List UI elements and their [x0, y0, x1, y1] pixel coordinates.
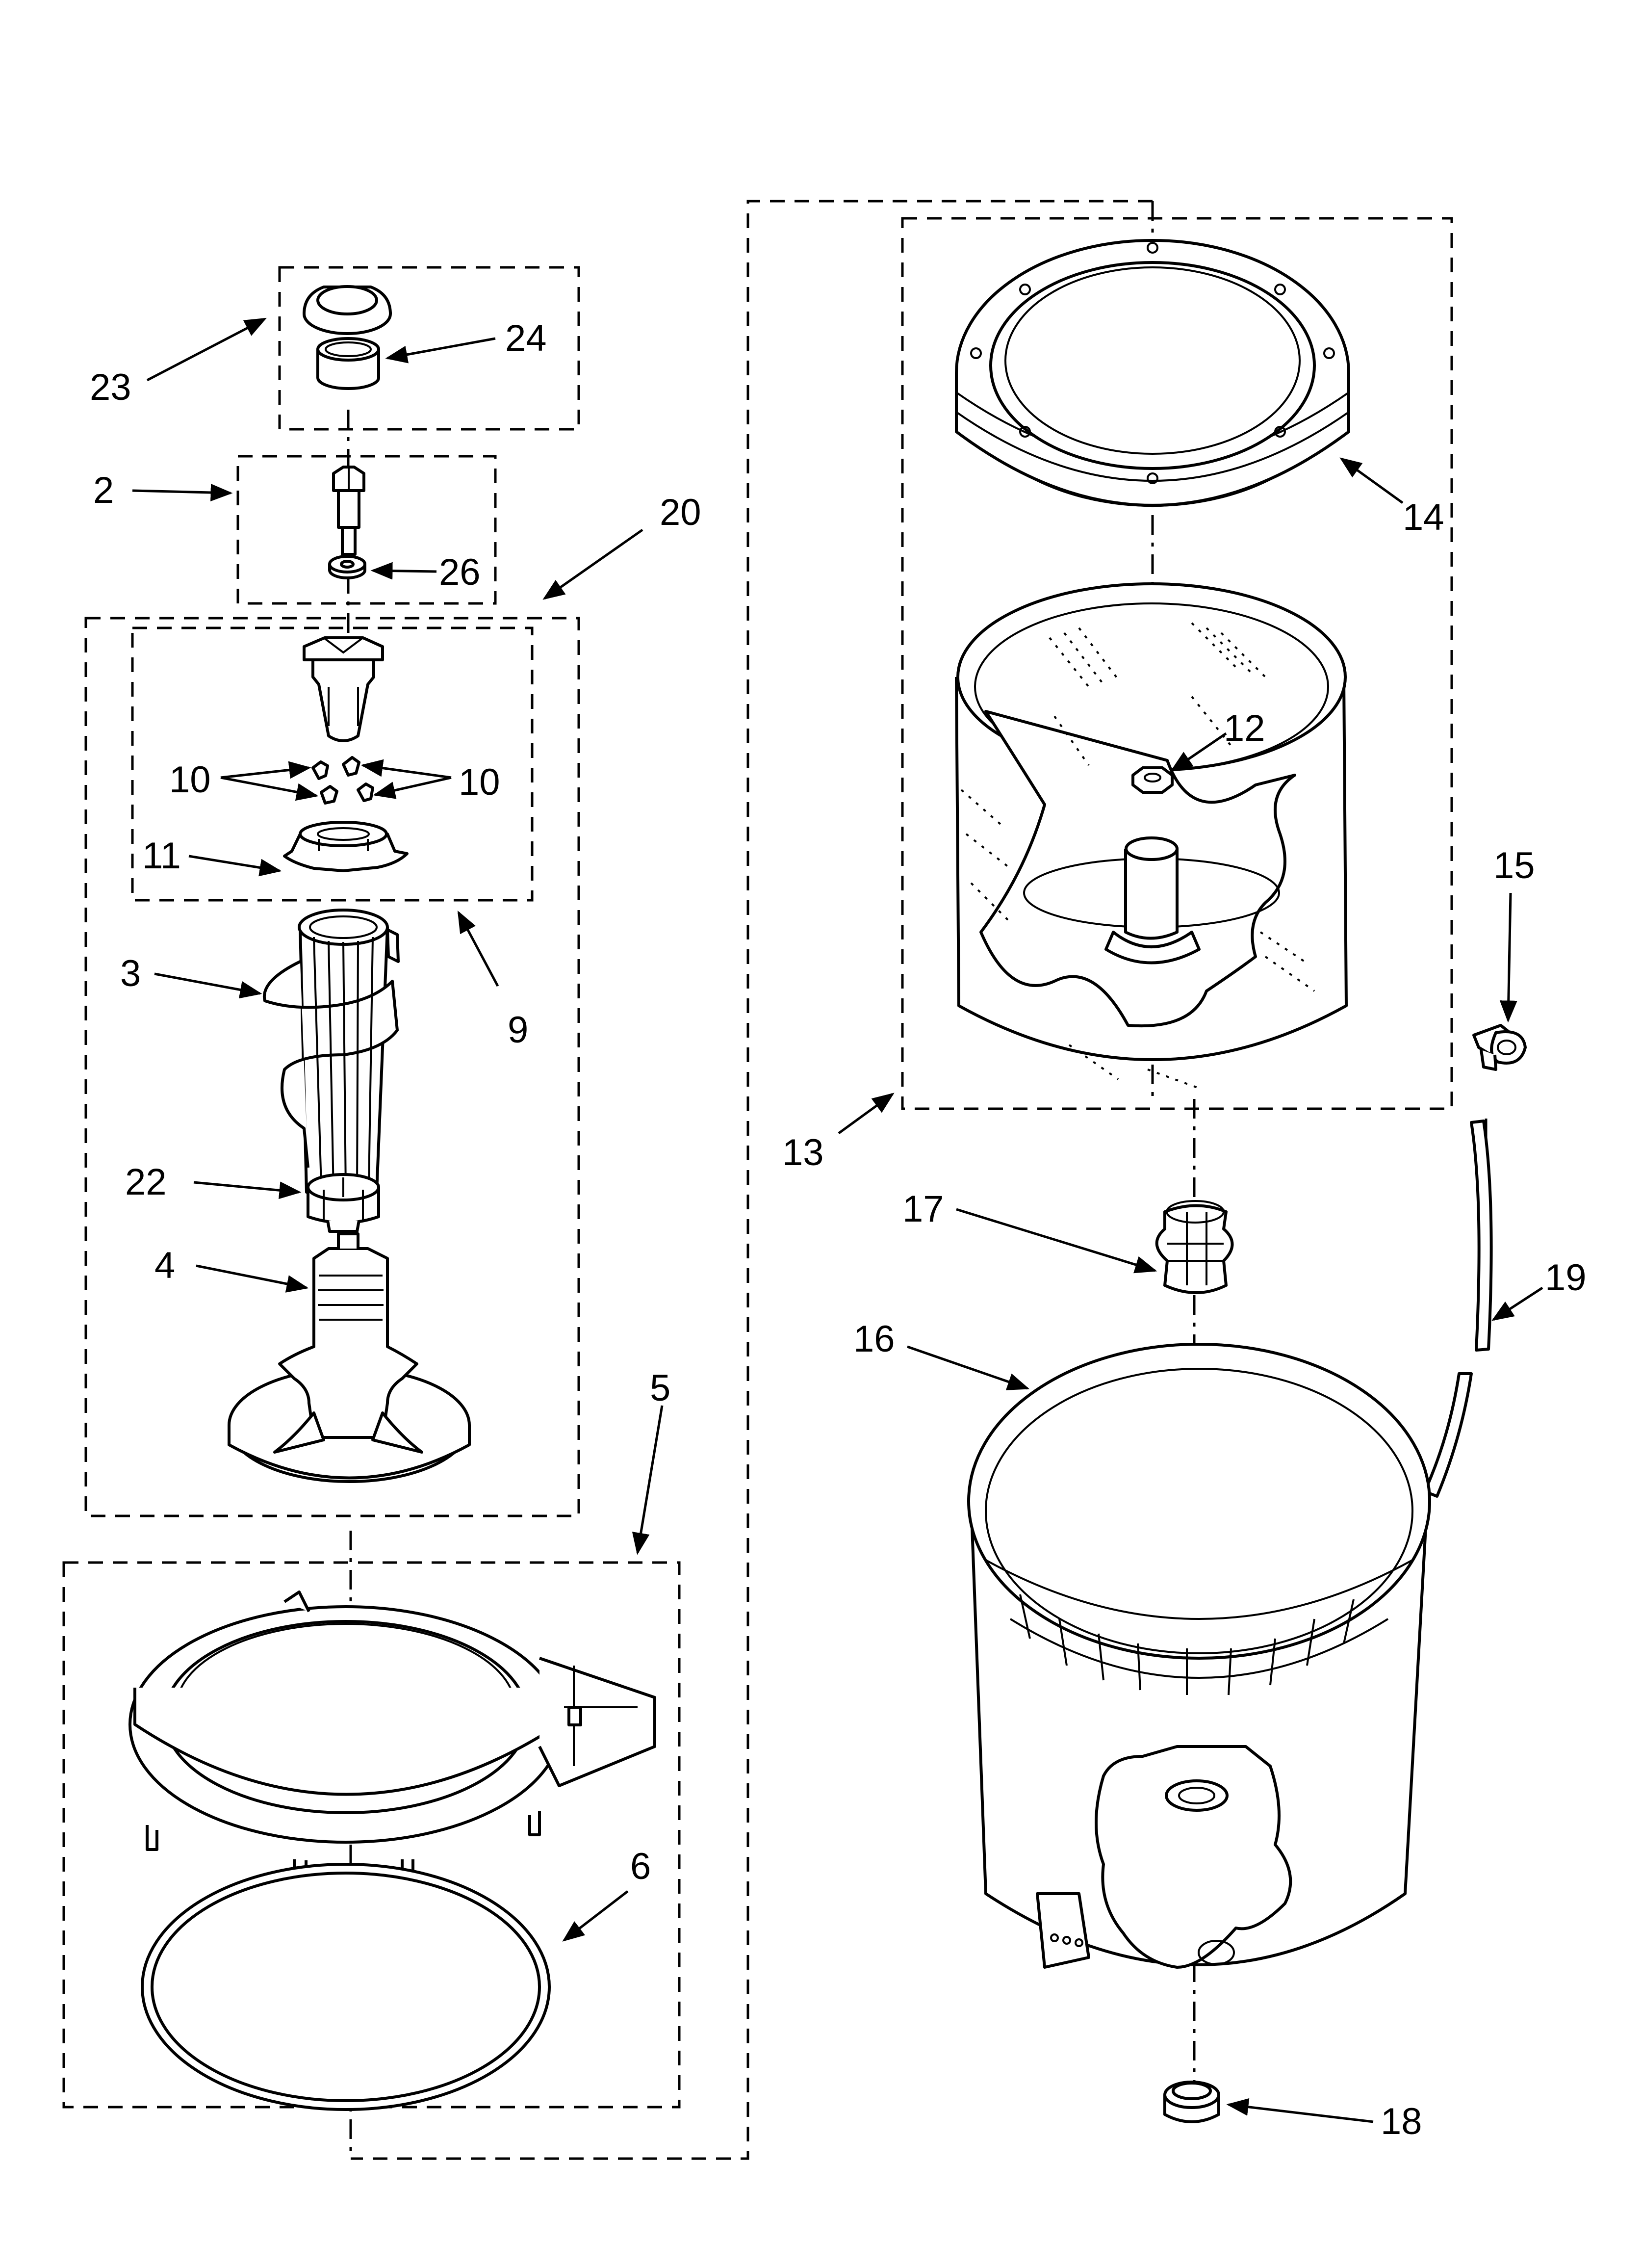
callout-4: 4	[154, 1245, 175, 1286]
callout-23: 23	[90, 366, 131, 408]
basket-perforations	[960, 622, 1315, 1090]
overflow-tube-part-19	[1423, 1120, 1493, 1498]
tub-slots	[1019, 1594, 1355, 1695]
auger-part-3	[262, 909, 400, 1201]
group-box-23-24	[278, 266, 580, 431]
callout-20: 20	[660, 492, 701, 533]
spin-basket-part-13	[955, 582, 1348, 1090]
callout-24: 24	[505, 317, 547, 359]
tub-ring-part-5	[128, 1590, 656, 1890]
agitator-cap-part-23	[303, 285, 392, 335]
callout-15: 15	[1493, 845, 1535, 886]
agitator-bolt-part-2	[332, 466, 365, 556]
callout-labels: 23 24 2 26 20 10 10 11 3 9 22 4 5 6 12 1…	[90, 317, 1587, 2142]
snubber-ring-part-6	[141, 1863, 551, 2111]
callout-6: 6	[630, 1846, 651, 1887]
hose-clamp-part-15	[1472, 1024, 1527, 1071]
dog-parts-10	[311, 756, 374, 805]
group-box-5-balance-ring	[62, 1561, 681, 2109]
callout-9: 9	[508, 1009, 528, 1051]
callout-17: 17	[902, 1188, 944, 1230]
hub-nut-part-12	[1131, 766, 1174, 794]
drive-bell-part-17	[1155, 1200, 1234, 1294]
tub-seal-part-18	[1163, 2081, 1220, 2123]
washer-part-26	[328, 555, 366, 579]
group-box-9-cam-kit	[131, 626, 534, 902]
callout-19: 19	[1545, 1257, 1587, 1299]
callout-5: 5	[650, 1367, 670, 1409]
agitator-base-part-4	[228, 1232, 471, 1483]
leader-lines	[132, 317, 1543, 2123]
callout-26: 26	[439, 551, 481, 593]
outer-tub-part-16	[967, 1343, 1431, 1969]
agitator-cam-part-9	[303, 636, 384, 742]
callout-16: 16	[853, 1318, 895, 1360]
callout-14: 14	[1403, 496, 1444, 538]
callout-10-left: 10	[169, 759, 211, 801]
cam-driver-part-11	[283, 821, 409, 872]
group-box-20-agitator-assembly	[84, 617, 580, 1517]
callout-3: 3	[120, 953, 141, 994]
callout-18: 18	[1381, 2101, 1422, 2142]
group-boxes	[62, 200, 1453, 2160]
group-bracket-13	[351, 200, 1153, 2160]
ring-bolt-holes	[970, 242, 1335, 484]
group-box-2-26	[236, 455, 497, 605]
group-box-13-basket	[901, 217, 1453, 1110]
callout-11: 11	[142, 835, 181, 877]
callout-13: 13	[782, 1132, 824, 1173]
callout-10-right: 10	[459, 761, 500, 803]
callout-2: 2	[93, 469, 114, 511]
cap-seal-part-24	[316, 337, 380, 390]
agitator-coupling-part-22	[307, 1173, 380, 1233]
callout-12: 12	[1224, 707, 1265, 749]
balance-ring-part-14	[955, 239, 1350, 507]
callout-22: 22	[125, 1161, 167, 1203]
